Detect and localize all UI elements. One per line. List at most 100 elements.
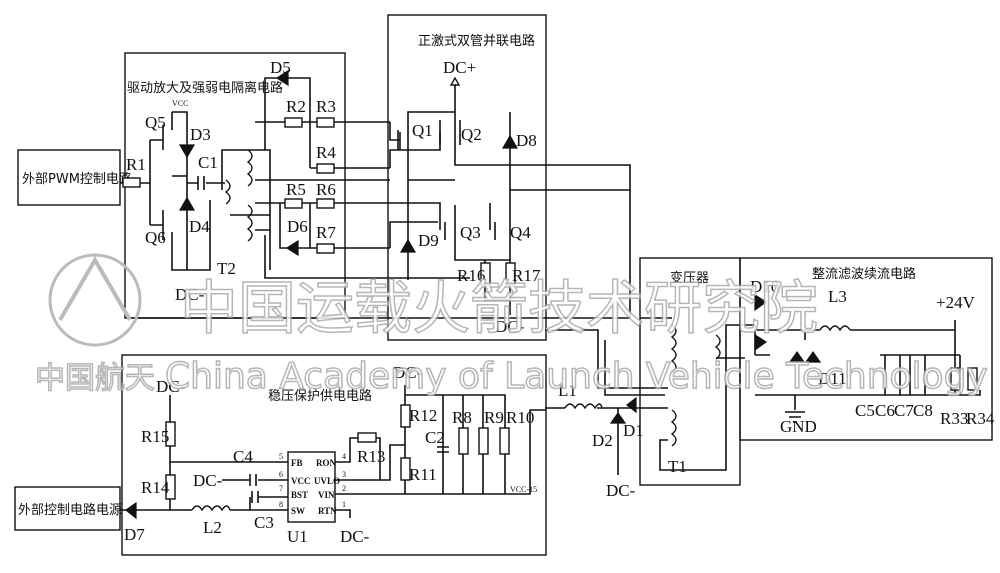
diode-d2 <box>609 411 627 424</box>
svg-text:R11: R11 <box>409 465 437 484</box>
svg-text:GND: GND <box>780 417 817 436</box>
power-block <box>14 486 121 531</box>
svg-text:VCC: VCC <box>172 99 188 108</box>
resistor-r5 <box>284 198 303 209</box>
svg-text:L1: L1 <box>558 381 577 400</box>
resistor-r12 <box>400 404 411 428</box>
resistor-r9 <box>478 427 489 455</box>
svg-text:R17: R17 <box>512 266 541 285</box>
resistor-r7 <box>316 243 335 254</box>
diode-d11-a <box>788 350 806 363</box>
svg-text:3: 3 <box>342 470 346 479</box>
diode-d1 <box>626 396 637 414</box>
svg-text:C3: C3 <box>254 513 274 532</box>
svg-text:R2: R2 <box>286 97 306 116</box>
svg-text:DC-: DC- <box>156 377 186 396</box>
svg-text:T2: T2 <box>217 259 236 278</box>
svg-text:DC+: DC+ <box>443 58 476 77</box>
svg-text:VCC: VCC <box>291 476 311 486</box>
svg-text:R3: R3 <box>316 97 336 116</box>
svg-text:D6: D6 <box>287 217 308 236</box>
svg-text:C6: C6 <box>875 401 895 420</box>
resistor-r6 <box>316 198 335 209</box>
resistor-r16 <box>480 262 491 286</box>
svg-text:D11: D11 <box>818 369 847 388</box>
u1-pin-labels: FB VCC BST SW RON UVLO VIN RTN 5 6 7 8 4… <box>279 452 346 516</box>
resistor-r4 <box>316 163 335 174</box>
resistor-r15 <box>165 421 176 447</box>
svg-text:C2: C2 <box>425 428 445 447</box>
component-labels: R1 Q5 Q6 D3 D4 C1 VCC T2 DC- D5 R2 R3 R4… <box>124 58 995 546</box>
resistor-r17 <box>505 262 516 286</box>
svg-text:R34: R34 <box>966 409 995 428</box>
svg-text:R4: R4 <box>316 143 336 162</box>
resistor-r14 <box>165 474 176 500</box>
svg-text:Q5: Q5 <box>145 113 166 132</box>
resistor-r10 <box>499 427 510 455</box>
ic-u1 <box>287 451 336 523</box>
svg-text:RTN: RTN <box>318 506 337 516</box>
svg-text:8: 8 <box>279 500 283 509</box>
svg-text:5: 5 <box>279 452 283 461</box>
svg-text:Q6: Q6 <box>145 228 166 247</box>
svg-text:VIN: VIN <box>318 490 335 500</box>
svg-text:China Academy of Launch Vehicl: China Academy of Launch Vehicle Technolo… <box>165 356 988 397</box>
svg-text:FB: FB <box>291 458 303 468</box>
svg-text:D3: D3 <box>190 125 211 144</box>
svg-text:C4: C4 <box>233 447 253 466</box>
diode-d11-b <box>804 350 822 363</box>
dc-plus-terminal <box>449 76 461 86</box>
svg-text:D5: D5 <box>270 58 291 77</box>
svg-text:R7: R7 <box>316 223 336 242</box>
svg-text:T1: T1 <box>668 457 687 476</box>
diode-d4 <box>178 196 196 211</box>
svg-text:6: 6 <box>279 470 283 479</box>
svg-text:R10: R10 <box>506 408 534 427</box>
svg-text:R33: R33 <box>940 409 968 428</box>
resistor-r13 <box>357 432 377 443</box>
diode-d10-a <box>754 293 768 312</box>
svg-text:UVLO: UVLO <box>314 476 340 486</box>
pwm-block-label: 外部PWM控制电路 <box>22 171 132 187</box>
svg-text:1: 1 <box>342 500 346 509</box>
svg-text:R9: R9 <box>484 408 504 427</box>
svg-text:Q1: Q1 <box>412 121 433 140</box>
svg-text:DC-: DC- <box>606 481 636 500</box>
diode-d10-b <box>754 333 768 352</box>
svg-text:R13: R13 <box>357 447 385 466</box>
pwm-block <box>17 149 121 206</box>
drive-block-label: 驱动放大及强弱电隔离电路 <box>127 80 283 96</box>
svg-text:DC-: DC- <box>340 527 370 546</box>
watermark: 中国运载火箭技术研究院 China Academy of Launch Vehi… <box>34 253 988 398</box>
svg-text:中国航天: 中国航天 <box>35 361 155 396</box>
forward-block <box>387 14 547 341</box>
resistor-r3 <box>316 117 335 128</box>
svg-text:R16: R16 <box>457 266 485 285</box>
diode-d8 <box>501 134 519 149</box>
diode-d3 <box>178 144 196 159</box>
svg-text:C1: C1 <box>198 153 218 172</box>
svg-text:C7: C7 <box>894 401 914 420</box>
svg-text:SW: SW <box>291 506 305 516</box>
svg-text:2: 2 <box>342 484 346 493</box>
svg-text:U1: U1 <box>287 527 308 546</box>
svg-text:D4: D4 <box>189 217 210 236</box>
svg-text:R14: R14 <box>141 478 170 497</box>
resistor-r1 <box>122 177 141 188</box>
svg-text:R6: R6 <box>316 180 336 199</box>
rectifier-block <box>739 257 993 441</box>
svg-text:4: 4 <box>342 452 346 461</box>
svg-text:Q2: Q2 <box>461 125 482 144</box>
svg-text:R8: R8 <box>452 408 472 427</box>
svg-text:R1: R1 <box>126 155 146 174</box>
svg-text:7: 7 <box>279 484 283 493</box>
svg-text:D8: D8 <box>516 131 537 150</box>
resistor-r11 <box>400 457 411 481</box>
svg-text:DC-: DC- <box>495 317 525 336</box>
svg-text:Q4: Q4 <box>510 223 531 242</box>
svg-text:D10: D10 <box>750 277 779 296</box>
power-block-label: 外部控制电路电源 <box>18 502 122 518</box>
casc-logo <box>48 253 142 347</box>
regulator-wiring <box>120 385 546 518</box>
